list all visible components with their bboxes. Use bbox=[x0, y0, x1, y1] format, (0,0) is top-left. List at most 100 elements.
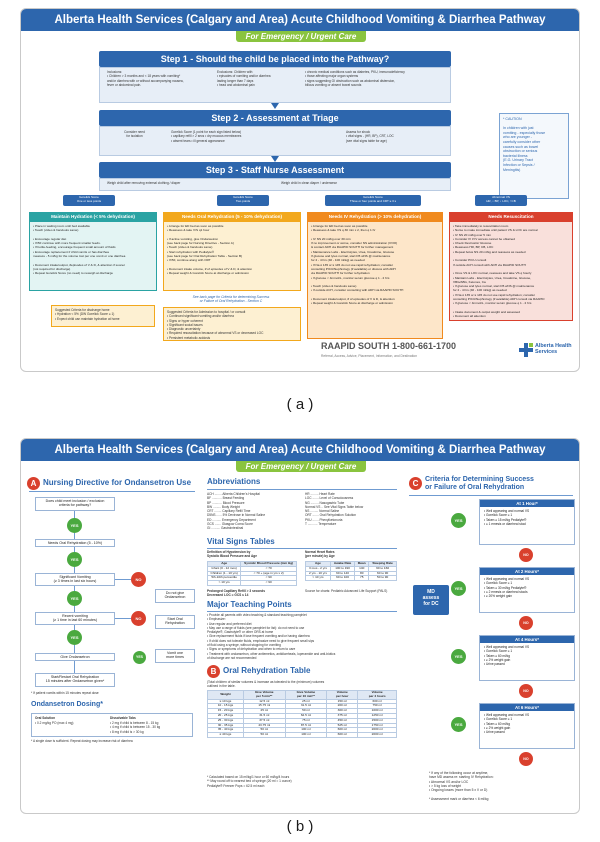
hour-criteria: • Well appearing and normal VS • Gorelic… bbox=[484, 577, 530, 599]
raapid-phone: RAAPID SOUTH 1-800-661-1700 bbox=[321, 341, 457, 351]
no-bubble: NO bbox=[519, 548, 533, 562]
ondan-oral-head: Oral Solution bbox=[35, 716, 56, 720]
step3-weigh-right: Weigh child in clean diaper / underwear bbox=[281, 181, 337, 185]
flow-line bbox=[74, 606, 75, 612]
flow-line bbox=[74, 567, 75, 573]
abbrev-col-1: ACH ........ Alberta Children's Hospital… bbox=[207, 492, 266, 531]
flow-start-restart: Start/Restart Oral Rehydration 15 minute… bbox=[35, 673, 115, 687]
teaching-body: • Provide all parents with video teachin… bbox=[207, 613, 336, 660]
section-c-badge: C bbox=[409, 477, 422, 490]
flow-needs-oral: Needs Oral Rehydration (5 - 10%) bbox=[35, 539, 115, 547]
divider bbox=[409, 495, 573, 496]
panel-a-subtitle: For Emergency / Urgent Care bbox=[236, 31, 366, 42]
flow-line bbox=[74, 645, 75, 653]
td: 2000 ml bbox=[357, 732, 397, 738]
step1-exclusions: Exclusions: Children with • episodes of … bbox=[217, 70, 271, 87]
section-b-footnote: * Calculated based on 15 ml/kg/1 hour or… bbox=[207, 775, 292, 788]
yes-bubble: YES bbox=[67, 591, 82, 606]
panel-b-subtitle: For Emergency / Urgent Care bbox=[236, 461, 366, 472]
hour-label: At 1 Hour* bbox=[480, 500, 574, 507]
th: Volume per 4 hours bbox=[357, 690, 397, 700]
hour-label: At 6 Hours* bbox=[480, 704, 574, 711]
no-bubble: NO bbox=[519, 616, 533, 630]
flow-line bbox=[74, 547, 75, 553]
vitals-t2-caption: Normal Heart Rates (per minute) by Age bbox=[305, 550, 335, 559]
td: 50 to 90 bbox=[368, 575, 397, 582]
flow-line bbox=[115, 618, 131, 619]
section-c-title: Criteria for Determining Success or Fail… bbox=[425, 476, 534, 491]
step2-body bbox=[99, 126, 451, 156]
td: > 10 yrs bbox=[206, 580, 242, 586]
td: < 90 bbox=[240, 580, 297, 586]
hour-criteria: • Well appearing and normal VS • Gorelic… bbox=[484, 645, 530, 667]
th: Volume per hour bbox=[326, 690, 359, 700]
col-resus-body: • Take immediately to resuscitation room… bbox=[449, 221, 573, 321]
yes-bubble: YES bbox=[67, 630, 82, 645]
section-c-note: * If any of the following occur at anyti… bbox=[429, 771, 494, 801]
flow-do-not-give: Do not give Ondansetron bbox=[155, 589, 195, 603]
ondan-tabs-dose: • 2 mg if child is between 8 - 15 kg • 4… bbox=[110, 721, 161, 734]
flow-line bbox=[115, 579, 131, 580]
yes-bubble: YES bbox=[67, 518, 82, 533]
td: 60 to 100 bbox=[329, 575, 356, 582]
panel-b: Alberta Health Services (Calgary and Are… bbox=[20, 438, 580, 814]
admission-text: Suggested Criteria for Admission to hosp… bbox=[167, 310, 264, 340]
col-maintain-body: • Place in waiting room until bed availa… bbox=[29, 221, 157, 291]
section-b-title: Oral Rehydration Table bbox=[223, 666, 311, 675]
caption-a: ( a ) bbox=[286, 396, 314, 413]
flow-vomit-more: Vomit one more times bbox=[155, 649, 195, 663]
yes-bubble: YES bbox=[67, 552, 82, 567]
hour-label: At 4 Hours* bbox=[480, 636, 574, 643]
hour-box: At 1 Hour* • Well appearing and normal VS… bbox=[479, 499, 575, 545]
panel-a: Alberta Health Services (Calgary and Are… bbox=[20, 8, 580, 372]
ondan-oral-dose: • 0.2 mg/kg PO (max 4 mg) bbox=[35, 721, 74, 725]
score-pill-3: Gorelick Score Three or four points and … bbox=[325, 195, 421, 206]
flow-q-inclusion: Does child meet inclusion / exclusion cr… bbox=[35, 497, 115, 511]
hour-criteria: • Well appearing and normal VS • Gorelic… bbox=[484, 509, 530, 526]
col-iv-title: Needs IV Rehydration (> 10% dehydration) bbox=[307, 212, 443, 221]
step2-gorelick: Gorelick Score (1 point for each sign li… bbox=[171, 130, 242, 143]
md-assess-box: MD assess for DC bbox=[413, 585, 449, 615]
caution-text: * CAUTION In children with just vomiting… bbox=[503, 117, 546, 172]
col-oral-title: Needs Oral Rehydration (5 - 10% dehydrat… bbox=[163, 212, 301, 221]
step1-title: Step 1 - Should the child be placed into… bbox=[99, 51, 451, 67]
divider bbox=[207, 489, 397, 490]
hour-label: At 2 Hours* bbox=[480, 568, 574, 575]
flow-line bbox=[74, 533, 75, 539]
vitals-title: Vital Signs Tables bbox=[207, 537, 275, 546]
section-a-badge: A bbox=[27, 477, 40, 490]
ondan-note: * A single dose is sufficient. Repeat do… bbox=[31, 739, 133, 743]
step3-body bbox=[99, 178, 451, 191]
td: > 10 yrs bbox=[305, 575, 331, 582]
th: Give Volume per 5 min** bbox=[242, 690, 286, 700]
yes-bubble: YES bbox=[451, 581, 466, 596]
th: Weight bbox=[207, 690, 244, 700]
col-maintain-title: Maintain Hydration (< 5% dehydration) bbox=[29, 212, 157, 221]
flow-line bbox=[74, 625, 75, 631]
td: 75 bbox=[354, 575, 370, 582]
th: Give Volume per 10 min** bbox=[284, 690, 328, 700]
score-pill-1: Gorelick Score One or less points bbox=[63, 195, 115, 206]
score-pill-4: Abnormal VS HR, ↓ BP, ↓ LOC, ↑CB bbox=[475, 195, 527, 206]
yes-bubble: YES bbox=[451, 649, 466, 664]
ondansetron-repeat-note: * If patient vomits within 15 minutes re… bbox=[31, 691, 99, 695]
panel-a-title: Alberta Health Services (Calgary and Are… bbox=[21, 9, 579, 31]
hour-box: At 6 Hours*• Well appearing and normal V… bbox=[479, 703, 575, 749]
section-b-badge: B bbox=[207, 665, 220, 678]
hour-box: At 2 Hours* • Well appearing and normal V… bbox=[479, 567, 575, 613]
panel-b-title: Alberta Health Services (Calgary and Are… bbox=[21, 439, 579, 461]
arrow-down-icon bbox=[271, 103, 279, 109]
yes-bubble: YES bbox=[133, 651, 146, 664]
caption-b: ( b ) bbox=[286, 818, 314, 835]
section-a-title: Nursing Directive for Ondansetron Use bbox=[43, 478, 192, 487]
ondan-tabs-head: Dissolvable Tabs bbox=[110, 716, 136, 720]
no-bubble: NO bbox=[131, 572, 146, 587]
step1-body bbox=[99, 67, 451, 103]
flow-give-ondansetron: Give Ondansetron bbox=[35, 653, 115, 661]
ahs-logo-icon bbox=[519, 343, 533, 357]
td: ≥ 40 kgs bbox=[207, 732, 244, 738]
vitals-t1-note: Prolonged Capillary Refill > 3 seconds D… bbox=[207, 589, 266, 598]
